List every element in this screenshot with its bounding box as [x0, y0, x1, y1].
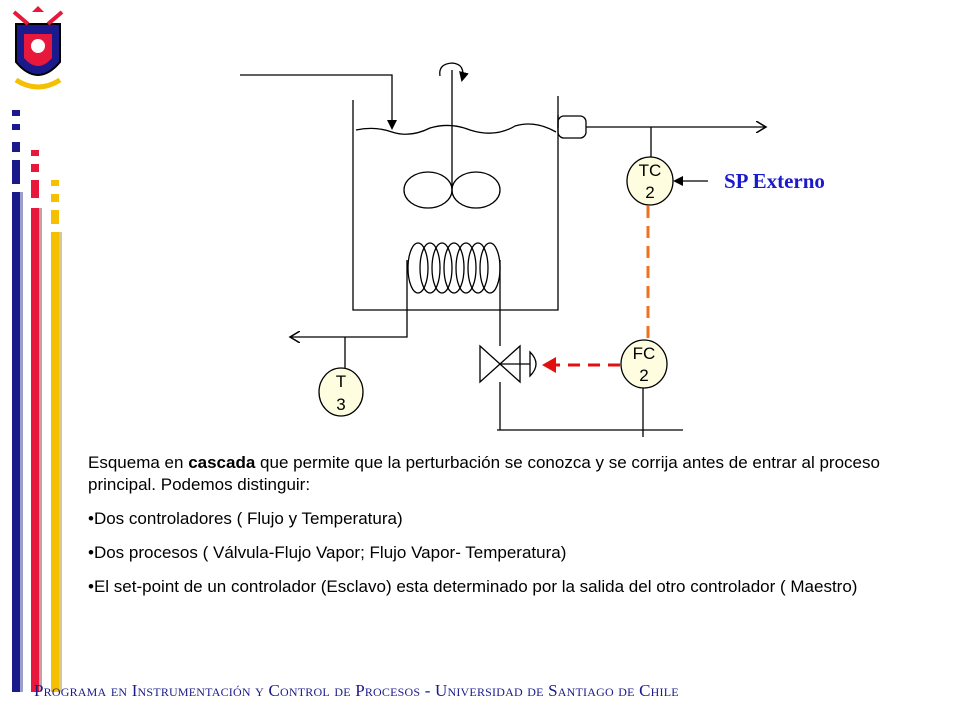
cascada-keyword: cascada	[188, 453, 256, 472]
heating-coil	[406, 242, 501, 322]
steam-line	[497, 322, 683, 437]
valve-signal-line	[542, 357, 620, 373]
university-crest-icon	[12, 6, 64, 90]
product-outlet-line	[557, 115, 766, 158]
tc-number: 2	[645, 183, 654, 202]
footer-program-title: Programa en Instrumentación y Control de…	[34, 681, 679, 700]
bullet-item: •El set-point de un controlador (Esclavo…	[88, 577, 858, 596]
flow-controller-fc2: FC 2	[620, 339, 668, 389]
intro-paragraph: Esquema en cascada que permite que la pe…	[88, 453, 880, 494]
t-number: 3	[336, 395, 345, 414]
bullet-item: •Dos procesos ( Válvula-Flujo Vapor; Flu…	[88, 543, 567, 562]
sp-externo-label: SP Externo	[724, 169, 825, 193]
fc-tag: FC	[633, 344, 656, 363]
temperature-transmitter-t3: T 3	[318, 367, 364, 417]
reactor-tank	[352, 96, 559, 311]
control-valve	[479, 344, 537, 384]
description-text: Esquema en cascada que permite que la pe…	[88, 452, 928, 610]
t-tag: T	[336, 372, 346, 391]
feed-inlet-line	[240, 74, 397, 130]
stripe-graphic	[12, 110, 62, 692]
tc-tag: TC	[639, 161, 662, 180]
outlet-line	[290, 322, 408, 368]
fc-number: 2	[639, 366, 648, 385]
temperature-controller-tc2: TC 2	[626, 156, 708, 206]
agitator	[403, 62, 501, 209]
bullet-item: •Dos controladores ( Flujo y Temperatura…	[88, 509, 403, 528]
